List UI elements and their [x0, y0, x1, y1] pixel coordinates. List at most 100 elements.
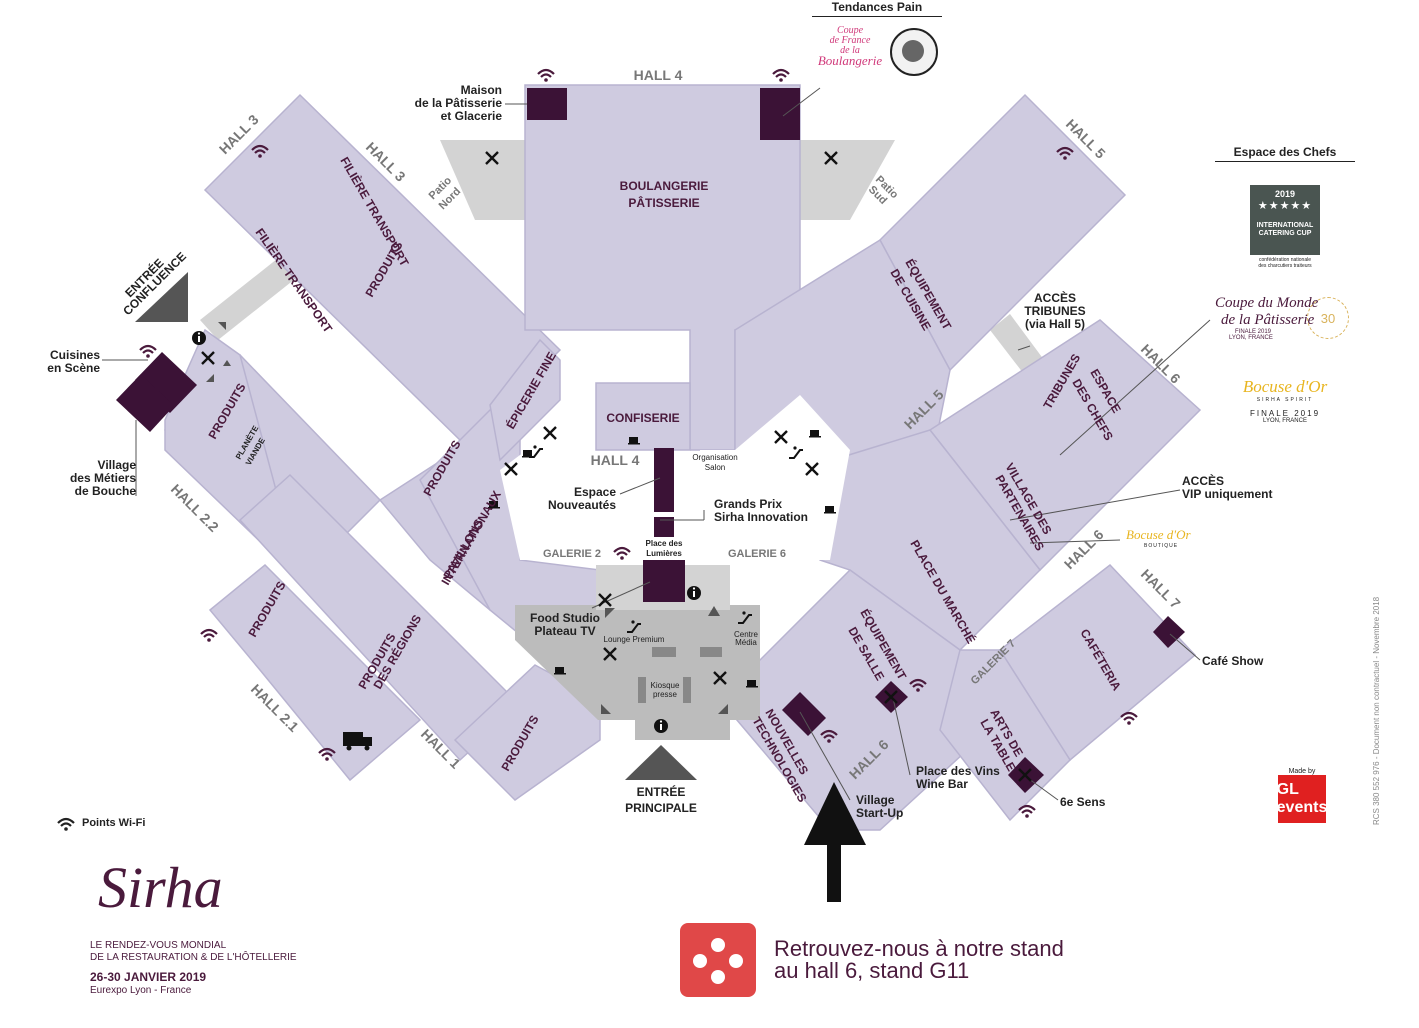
village-metiers-stand [116, 374, 174, 432]
callout-village-metiers: Village des Métiers de Bouche [52, 459, 136, 498]
logo-line: Bocuse d'Or [1242, 377, 1328, 396]
entree-principale-2: PRINCIPALE [625, 801, 697, 815]
callout-line: ACCÈS [1033, 291, 1076, 305]
entree-confluence-arrow [135, 272, 188, 322]
maison-patisserie-stand [527, 88, 567, 120]
zone-centre-media-1: Centre [734, 630, 759, 639]
logo-line: CATERING CUP [1258, 230, 1312, 237]
entree-principale-arrow [625, 745, 697, 780]
callout-line: Place des Vins [916, 764, 1000, 778]
logo-line: INTERNATIONAL [1256, 222, 1314, 229]
zone-place-lumieres-2: Lumières [646, 549, 682, 558]
callout-line: Sirha Innovation [714, 510, 809, 524]
callout-line: Maison [460, 83, 502, 97]
info-icon [192, 331, 206, 345]
callout-line: Village [856, 793, 895, 807]
callout-6e-sens: 6e Sens [1060, 796, 1120, 809]
logo-line: LYON, FRANCE [1263, 418, 1307, 424]
info-icon [654, 719, 668, 733]
callout-line: Nouveautés [547, 498, 616, 512]
cuisines-en-scene-stand [135, 352, 197, 413]
bocuse-boutique-logo: Bocuse d'Or BOUTIQUE [1126, 527, 1206, 549]
callout-line: Wine Bar [916, 777, 968, 791]
callout-food-studio: Food Studio Plateau TV [530, 612, 600, 638]
sirha-tagline: LE RENDEZ-VOUS MONDIAL DE LA RESTAURATIO… [90, 940, 297, 964]
callout-acces-tribunes: ACCÈS TRIBUNES (via Hall 5) [1018, 292, 1092, 331]
espace-nouveautes-stand [654, 448, 674, 512]
patio-nord [440, 140, 525, 220]
sirha-dates: 26-30 JANVIER 2019 [90, 970, 207, 984]
tendances-stand [760, 88, 800, 140]
plaza-lounge [515, 605, 760, 740]
zone-organisation-2: Salon [705, 463, 725, 472]
callout-line: Café Show [1202, 654, 1264, 668]
stars-icon: ★★★★★ [1257, 200, 1313, 212]
logo-line: de France [829, 35, 871, 46]
kiosque-right [683, 677, 691, 703]
legend: Points Wi-Fi [56, 815, 145, 831]
wifi-icon [199, 628, 219, 643]
wifi-icon [1017, 804, 1037, 819]
wifi-icon [1119, 711, 1139, 726]
stand-text: Retrouvez-nous à notre stand au hall 6, … [774, 938, 1064, 982]
gl-box: GL events [1277, 775, 1327, 823]
stand-line: Retrouvez-nous à notre stand [774, 936, 1064, 961]
zone-organisation-1: Organisation [692, 453, 737, 462]
epicerie-fine [489, 338, 561, 462]
stand-banner: Retrouvez-nous à notre stand au hall 6, … [680, 923, 1064, 997]
tendances-title: Tendances Pain [812, 0, 942, 17]
legal-notice: RCS 380 552 976 - Document non contractu… [1372, 596, 1381, 825]
zone-patisserie: PÂTISSERIE [628, 195, 699, 210]
legend-wifi-label: Points Wi-Fi [82, 817, 146, 829]
logo-line: confédération nationale [1259, 257, 1311, 263]
logo-line: Coupe [836, 25, 864, 36]
leader-lines [102, 87, 1211, 801]
callout-line: et Glacerie [440, 109, 502, 123]
made-by-label: Made by [1288, 768, 1316, 775]
logo-line: LYON, FRANCE [1229, 335, 1273, 341]
wifi-icon [138, 344, 158, 359]
bocuse-dor-logo: Bocuse d'Or SIRHA SPIRIT FINALE 2019 LYO… [1215, 377, 1355, 424]
wifi-icon [536, 68, 556, 83]
dice-logo-icon [680, 923, 756, 997]
logo-line: SIRHA SPIRIT [1256, 397, 1314, 403]
village-startup-stand [782, 692, 826, 736]
callout-place-des-vins: Place des Vins Wine Bar [916, 765, 1006, 791]
lounge-counter [652, 647, 676, 657]
logo-line: de la [840, 45, 860, 56]
kiosque-left [638, 677, 646, 703]
logo-line: Boulangerie [817, 53, 883, 68]
callout-espace-nouveautes: Espace Nouveautés [540, 486, 616, 512]
callout-maison-patisserie: Maison de la Pâtisserie et Glacerie [410, 84, 502, 123]
callout-line: Start-Up [856, 806, 904, 820]
food-truck-icon [343, 732, 372, 751]
logo-line: FINALE 2019 [1249, 409, 1321, 418]
callout-line: de Bouche [74, 484, 136, 498]
logo-line: BOUTIQUE [1144, 543, 1179, 549]
galerie-6-label: GALERIE 6 [728, 548, 786, 560]
callout-line: 6e Sens [1060, 795, 1106, 809]
callout-line: Espace [573, 485, 616, 499]
callout-village-startup: Village Start-Up [856, 794, 926, 820]
zone-kiosque-1: Kiosque [651, 681, 680, 690]
cafe-show-stand [1153, 616, 1185, 648]
coupe-france-logo: Coupe de France de la Boulangerie [816, 25, 884, 68]
plaza-markers [206, 322, 728, 714]
espace-chefs-title: Espace des Chefs [1215, 145, 1355, 162]
grands-prix-stand [654, 517, 674, 537]
globe-icon [890, 28, 938, 76]
callout-line: Cuisines [49, 348, 100, 362]
logo-line: des charcutiers traiteurs [1258, 263, 1312, 269]
galerie-2-label: GALERIE 2 [543, 548, 601, 560]
callout-cafe-show: Café Show [1202, 655, 1282, 668]
gl-events-logo: Made by GL events [1277, 768, 1327, 828]
callout-grands-prix: Grands Prix Sirha Innovation [714, 498, 824, 524]
sirha-logo: Sirha [98, 855, 223, 920]
callout-line: Plateau TV [534, 624, 596, 638]
callout-acces-vip: ACCÈS VIP uniquement [1182, 475, 1302, 501]
zone-kiosque-2: presse [653, 690, 678, 699]
logo-line: Coupe du Monde [1215, 295, 1319, 311]
thirty-years-badge: 30 [1307, 297, 1349, 339]
wifi-icon [57, 817, 75, 831]
